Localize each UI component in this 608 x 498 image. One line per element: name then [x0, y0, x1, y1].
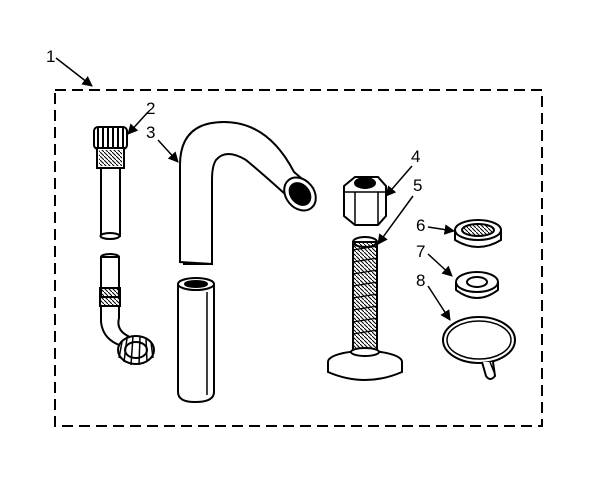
screen-part	[454, 219, 502, 248]
leader-6	[427, 224, 456, 235]
callout-1: 1	[46, 47, 55, 66]
leader-5	[377, 195, 414, 245]
leader-1	[55, 57, 93, 87]
callout-4: 4	[411, 147, 420, 166]
callout-7: 7	[416, 242, 425, 261]
callout-6: 6	[416, 216, 425, 235]
drain-tube-part	[177, 120, 317, 404]
leader-7	[427, 253, 453, 277]
callout-5: 5	[413, 176, 422, 195]
washer-part	[455, 271, 499, 299]
leader-3	[157, 139, 179, 163]
leader-4	[385, 165, 413, 197]
hose-part	[93, 126, 155, 366]
callout-8: 8	[416, 271, 425, 290]
callout-2: 2	[146, 99, 155, 118]
hex-nut-part	[343, 176, 387, 226]
leader-2	[127, 111, 149, 135]
foot-bolt-part	[327, 236, 403, 381]
clamp-part	[442, 316, 516, 380]
callout-3: 3	[146, 123, 155, 142]
kit-boundary	[54, 89, 543, 427]
leader-8	[427, 285, 451, 321]
